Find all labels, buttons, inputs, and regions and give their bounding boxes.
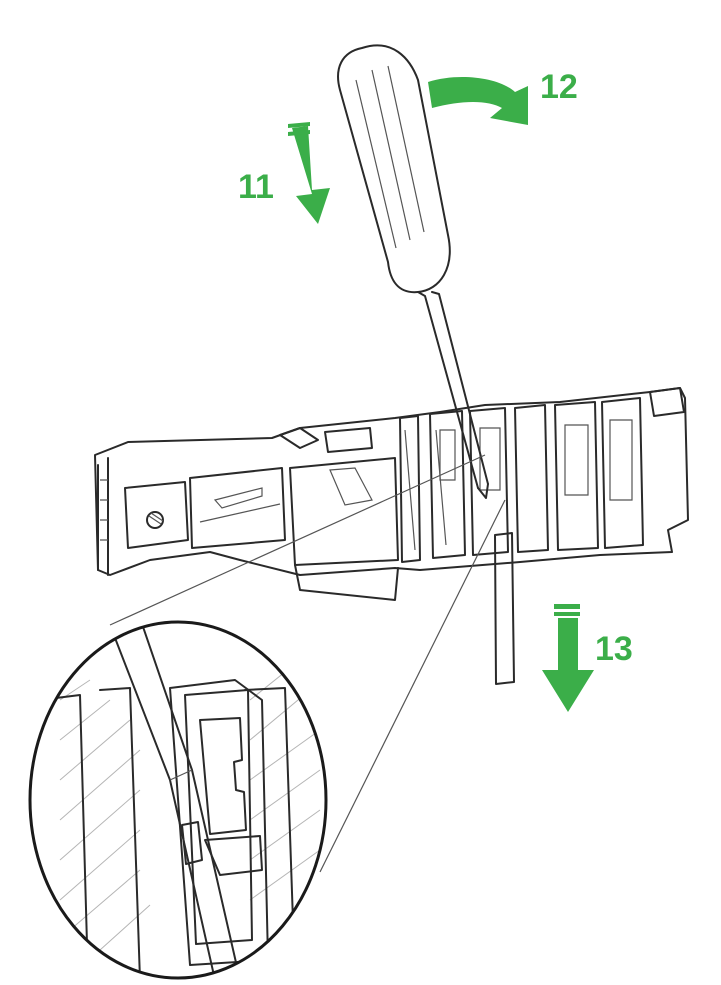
step-11-arrow-icon bbox=[288, 122, 330, 224]
step-11-label: 11 bbox=[238, 168, 274, 206]
magnifier-guide-lines bbox=[109, 454, 506, 873]
step-12-rotate-arrow-icon bbox=[428, 77, 528, 125]
step-12-label: 12 bbox=[540, 68, 578, 106]
magnified-detail-icon bbox=[28, 620, 328, 980]
step-13-label: 13 bbox=[595, 630, 633, 668]
step-13-arrow-icon bbox=[542, 604, 594, 712]
connector-housing-icon bbox=[94, 387, 689, 685]
screwdriver-icon bbox=[337, 44, 489, 499]
